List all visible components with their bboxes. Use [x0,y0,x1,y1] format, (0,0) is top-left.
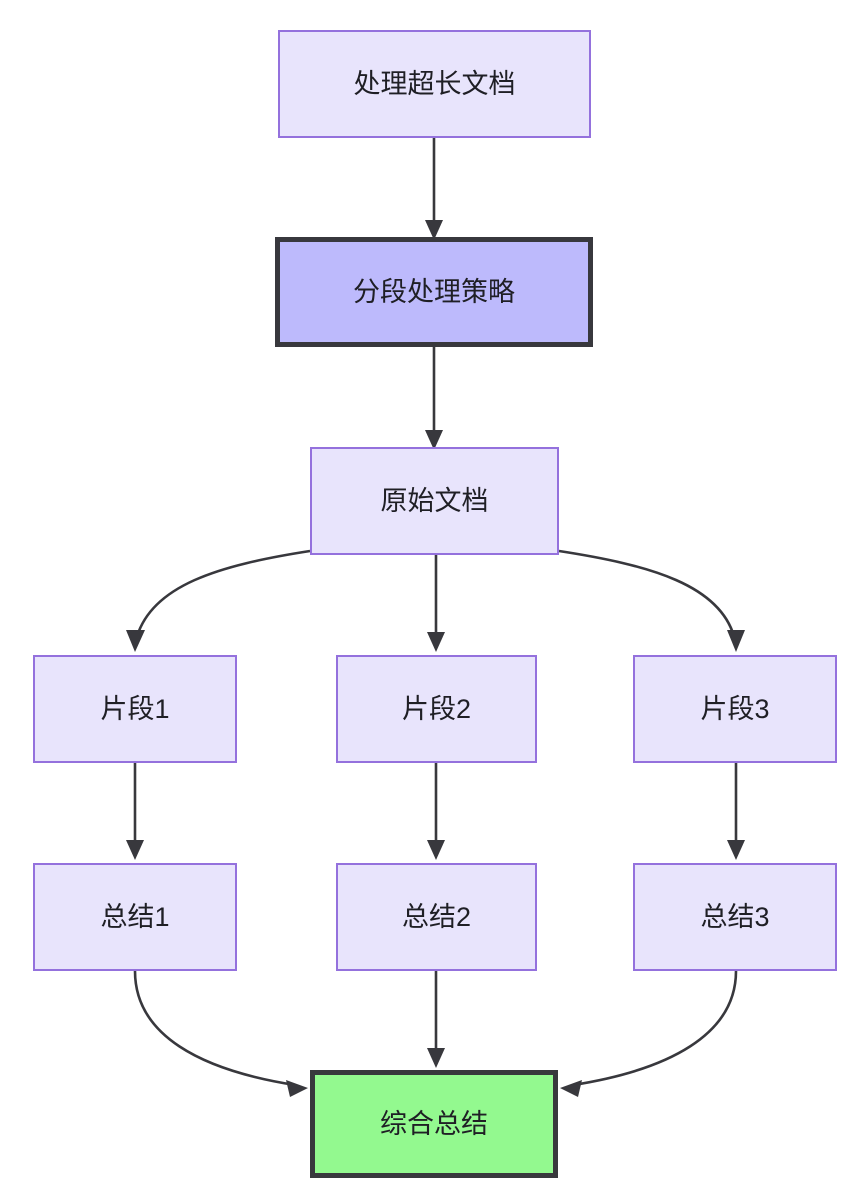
edge-line [134,549,311,641]
arrow-head-icon [126,840,144,860]
edge-line [572,970,738,1087]
flow-node-n8[interactable]: 总结2 [336,863,537,971]
edge-片段3-to-总结3 [727,763,745,860]
edge-原始文档-to-片段3 [558,549,745,652]
arrow-head-icon [427,840,445,860]
arrow-head-icon [126,630,145,652]
edge-片段1-to-总结1 [126,763,144,860]
flow-node-n2[interactable]: 分段处理策略 [275,237,593,347]
flow-node-label: 原始文档 [380,485,489,516]
edge-原始文档-to-片段2 [427,555,445,652]
edge-总结3-to-综合总结 [560,970,738,1097]
edge-原始文档-to-片段1 [126,549,311,652]
flow-node-n7[interactable]: 总结1 [33,863,237,971]
arrow-head-icon [560,1080,582,1097]
arrow-head-icon [286,1080,308,1097]
arrow-head-icon [727,840,745,860]
flow-node-label: 分段处理策略 [353,276,515,307]
arrow-head-icon [727,630,745,652]
flow-node-label: 综合总结 [380,1108,488,1139]
flow-node-n9[interactable]: 总结3 [633,863,837,971]
edge-处理超长文档-to-分段处理策略 [425,138,443,240]
flow-node-n10[interactable]: 综合总结 [310,1070,558,1178]
edge-片段2-to-总结2 [427,763,445,860]
edge-总结1-to-综合总结 [133,970,308,1097]
edge-总结2-to-综合总结 [427,971,445,1068]
flow-node-label: 片段1 [100,693,170,724]
flow-node-n3[interactable]: 原始文档 [310,447,559,555]
edge-分段处理策略-to-原始文档 [425,347,443,450]
flow-node-label: 片段3 [700,693,770,724]
edge-line [558,549,737,641]
flow-node-n5[interactable]: 片段2 [336,655,537,763]
arrow-head-icon [427,632,445,652]
flow-node-label: 片段2 [401,693,472,724]
flow-node-label: 处理超长文档 [353,68,516,99]
edge-line [133,970,296,1087]
flow-node-label: 总结3 [700,901,770,932]
flow-node-n6[interactable]: 片段3 [633,655,837,763]
flow-node-n4[interactable]: 片段1 [33,655,237,763]
flow-node-label: 总结2 [401,901,472,932]
flow-node-label: 总结1 [100,901,170,932]
flow-node-n1[interactable]: 处理超长文档 [278,30,591,138]
arrow-head-icon [427,1048,445,1068]
